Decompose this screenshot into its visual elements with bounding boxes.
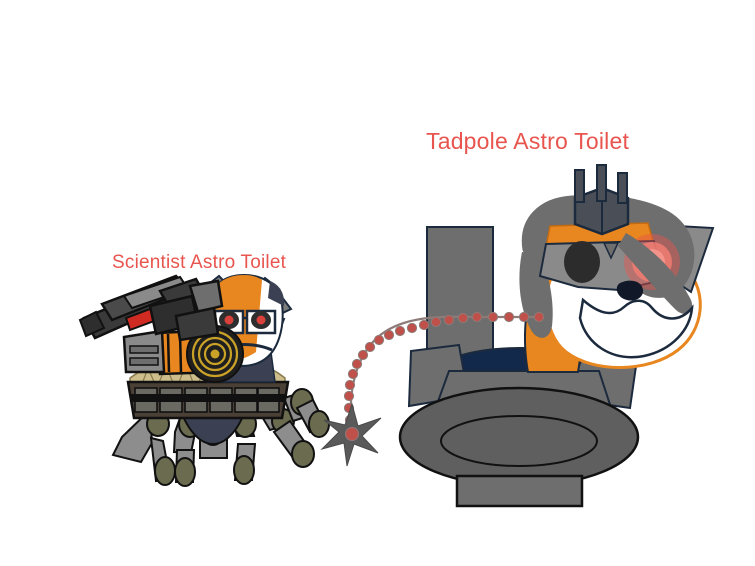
cannon-arm — [78, 274, 224, 342]
tadpole-label: Tadpole Astro Toilet — [426, 128, 630, 154]
tadpole-antenna-prong-left — [574, 169, 585, 203]
tadpole-nose — [616, 280, 644, 301]
gatling-receiver-slot — [129, 345, 159, 354]
tadpole-grin — [578, 297, 694, 359]
gatling-ring-3 — [203, 342, 227, 366]
gatling-receiver-slot2 — [129, 357, 159, 366]
impact-center-dot — [345, 427, 359, 441]
crate-strap — [130, 394, 286, 402]
scientist-pupil-right — [256, 315, 266, 325]
spider-leg-1-foot — [154, 456, 176, 486]
dotted-chain-beam — [320, 311, 545, 467]
spider-leg-5-foot — [291, 440, 315, 468]
tadpole-astro-toilet — [398, 164, 715, 508]
tadpole-eye-dark — [564, 241, 600, 283]
toilet-base-inner-ring — [440, 415, 598, 467]
tadpole-antenna-prong-right — [617, 172, 628, 204]
tadpole-antenna-prong-center — [596, 164, 607, 202]
scientist-astro-toilet — [78, 273, 330, 487]
spider-leg-4-foot — [233, 455, 255, 485]
spider-leg-6-foot — [308, 410, 330, 438]
scientist-label: Scientist Astro Toilet — [112, 252, 287, 273]
cannon-breech-2 — [188, 279, 224, 314]
scientist-pupil-left — [224, 315, 234, 325]
tadpole-visor-notch — [602, 242, 620, 260]
toilet-base-bowl — [398, 386, 640, 488]
cannon-muzzle — [78, 310, 106, 338]
scientist-ear-right — [268, 281, 285, 306]
gatling-ring-2 — [197, 336, 233, 372]
toilet-plinth — [455, 474, 584, 508]
spider-leg-2-foot — [174, 457, 196, 487]
tadpole-hood-strap — [618, 233, 693, 314]
gatling-ring-core — [210, 349, 220, 359]
cannon-mount — [174, 306, 220, 342]
